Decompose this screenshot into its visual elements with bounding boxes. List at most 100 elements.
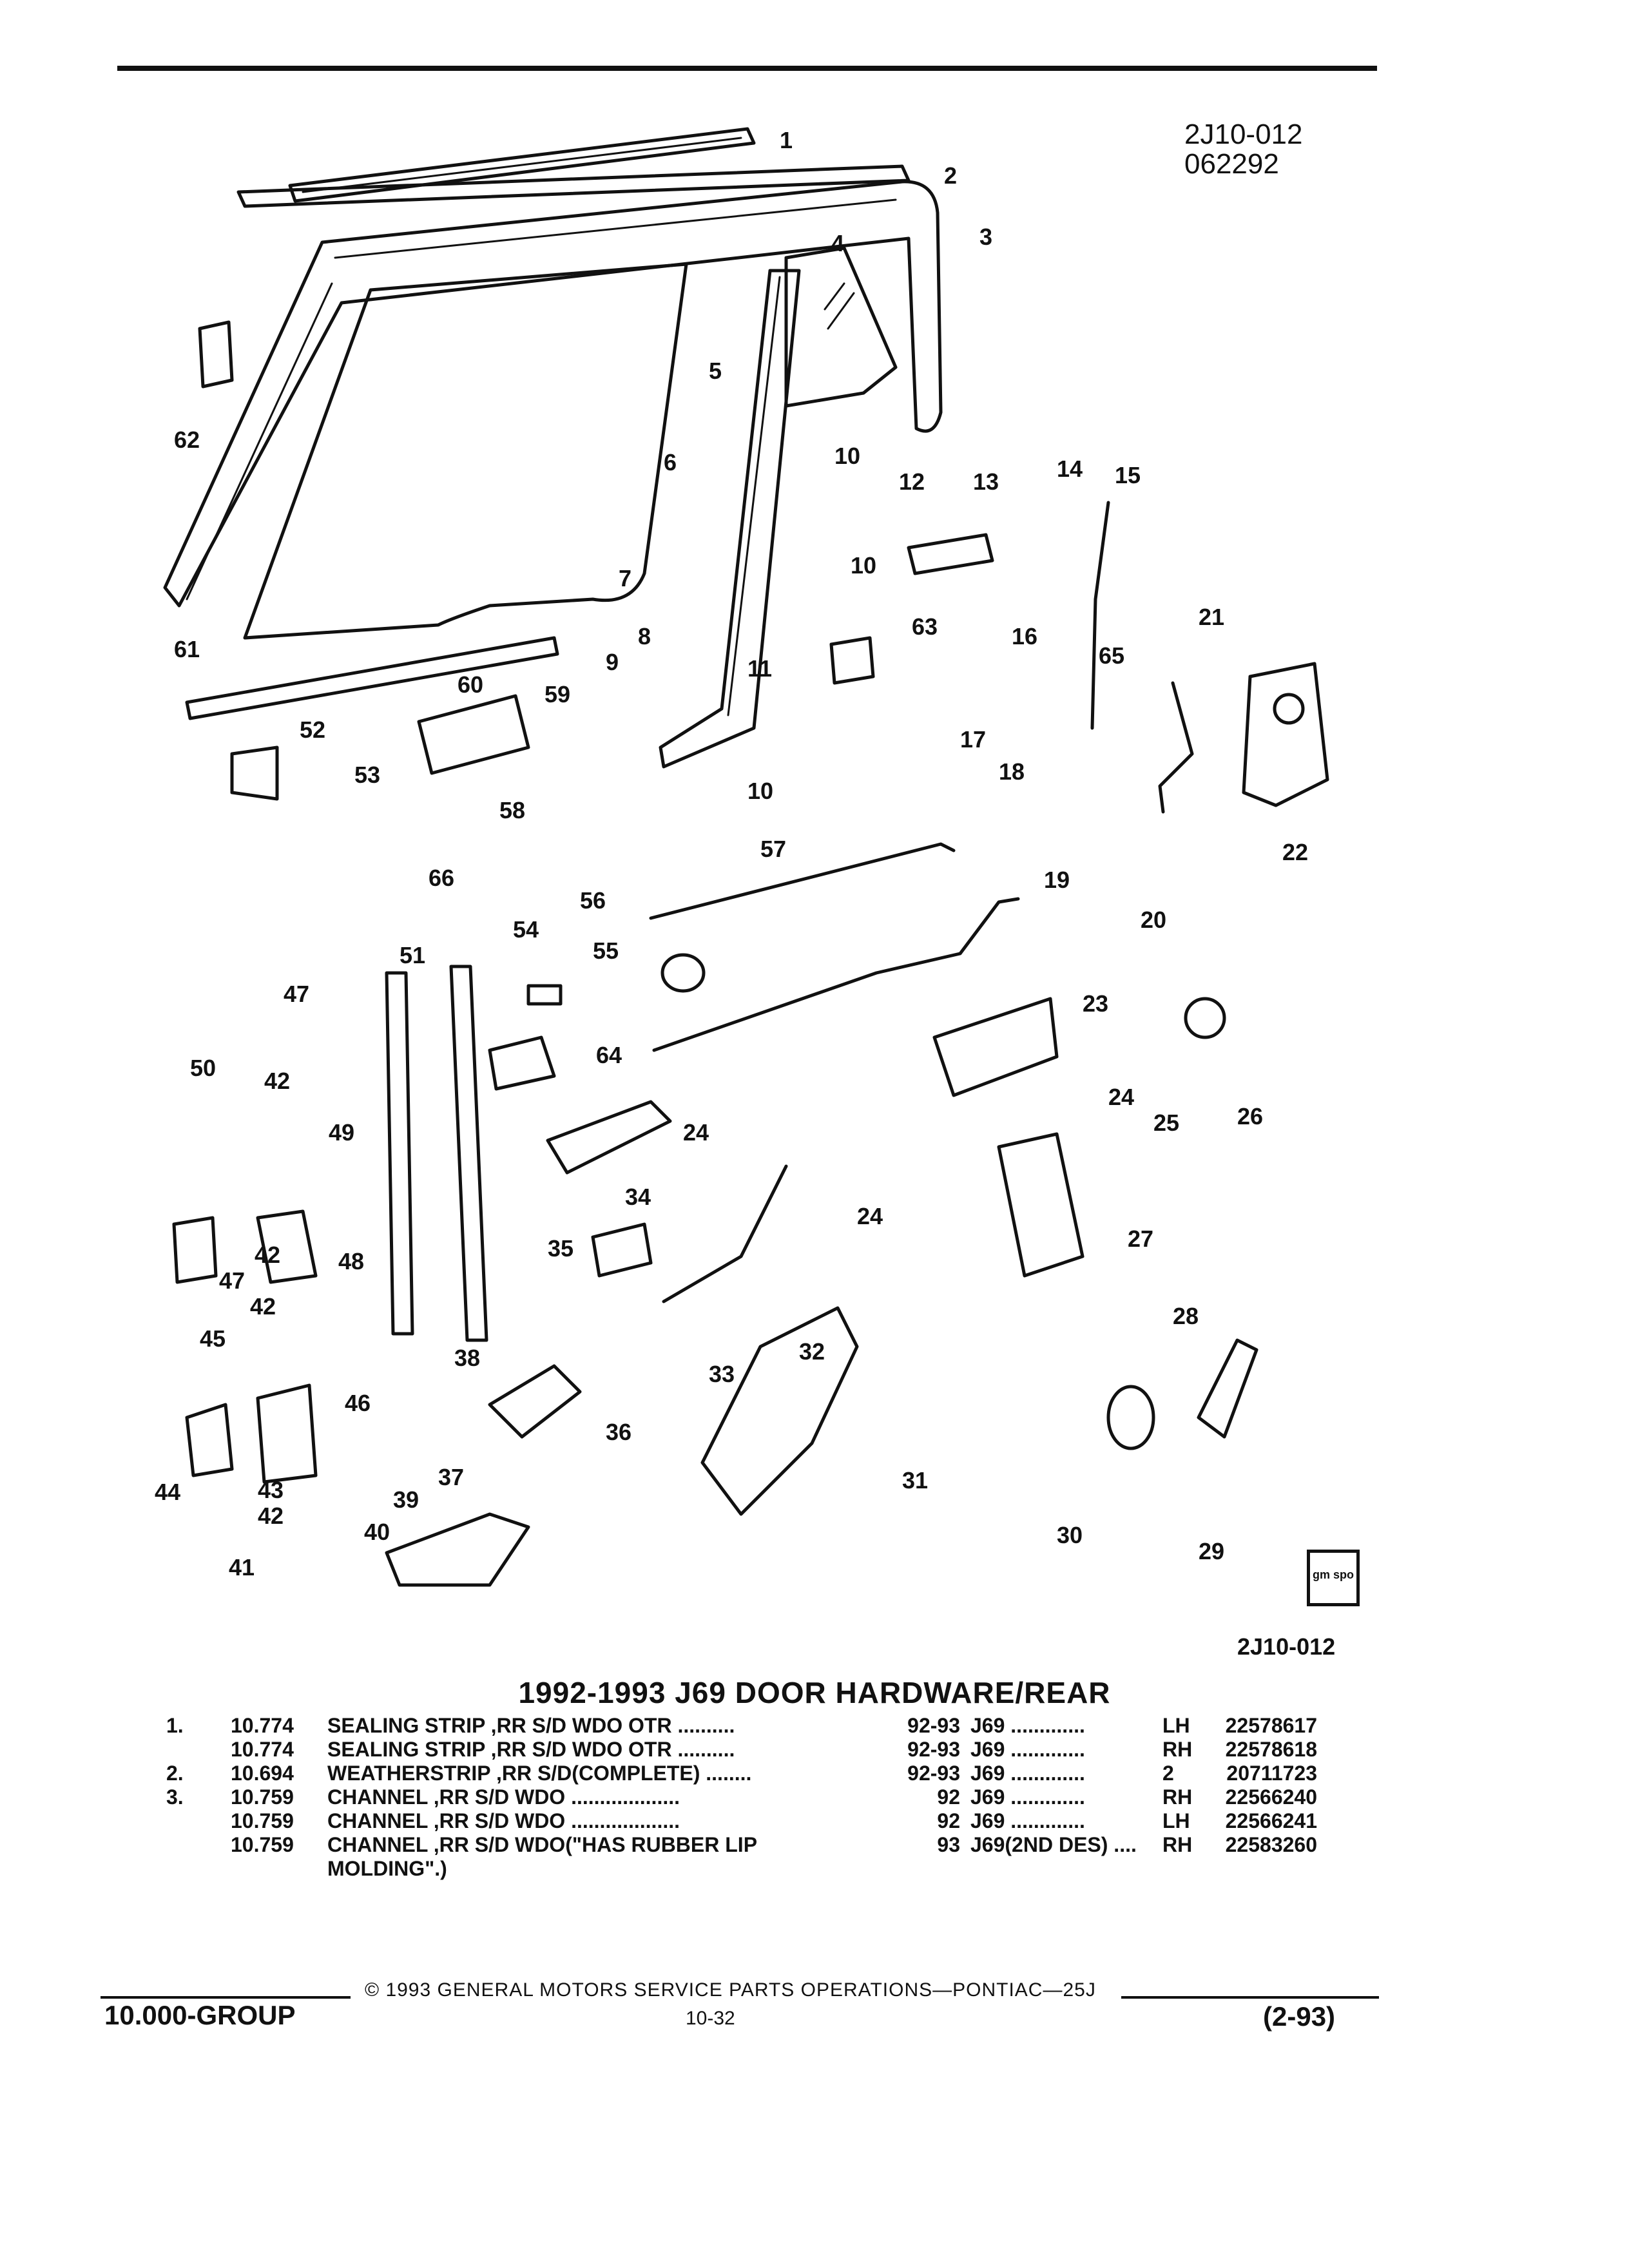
illustration-code: 2J10-012 xyxy=(1184,119,1303,150)
callout-number: 25 xyxy=(1153,1110,1179,1136)
page-number: 10-32 xyxy=(686,2008,735,2029)
callout-number: 65 xyxy=(1099,642,1124,669)
callout-number: 24 xyxy=(683,1119,709,1146)
callout-number: 28 xyxy=(1173,1303,1199,1329)
callout-number: 60 xyxy=(458,671,483,698)
part-belt-sealing-strip xyxy=(185,636,559,720)
callout-number: 31 xyxy=(902,1467,928,1494)
part-channel-38 xyxy=(449,965,488,1342)
model-code: J69 ............. xyxy=(970,1738,1085,1761)
callout-number: 17 xyxy=(960,726,986,753)
callout-number: 38 xyxy=(454,1345,480,1371)
table-row: 3. 10.759 CHANNEL ,RR S/D WDO ..........… xyxy=(166,1785,1317,1809)
date-code: 062292 xyxy=(1184,148,1279,180)
callout-number: 45 xyxy=(200,1325,226,1352)
figure-code: 2J10-012 xyxy=(1237,1633,1336,1660)
callout-number: 56 xyxy=(580,887,606,914)
part-description: CHANNEL ,RR S/D WDO ................... xyxy=(327,1785,680,1809)
part-description: WEATHERSTRIP ,RR S/D(COMPLETE) ........ xyxy=(327,1762,752,1785)
callout-number: 20 xyxy=(1141,907,1166,933)
part-knob-55 xyxy=(660,953,706,993)
part-handle-housing xyxy=(997,1132,1084,1278)
callout-number: 42 xyxy=(264,1068,290,1094)
callout-number: 57 xyxy=(760,836,786,862)
item-number: 1. xyxy=(166,1714,184,1737)
item-number: 3. xyxy=(166,1785,184,1809)
callout-number: 47 xyxy=(284,981,309,1007)
model-code: J69 ............. xyxy=(970,1714,1085,1737)
callout-number: 15 xyxy=(1115,462,1141,488)
table-row: 10.759 CHANNEL ,RR S/D WDO("HAS RUBBER L… xyxy=(166,1833,1317,1857)
callout-number: 49 xyxy=(329,1119,354,1146)
callout-number: 6 xyxy=(664,449,677,476)
callout-number: 41 xyxy=(229,1554,255,1581)
revision-date: (2-93) xyxy=(1263,2001,1336,2032)
callout-number: 62 xyxy=(174,427,200,453)
side-qty: LH xyxy=(1162,1714,1190,1737)
top-rule xyxy=(117,66,1377,71)
item-number xyxy=(166,1738,231,1762)
callout-number: 14 xyxy=(1057,456,1083,482)
footer-group: 10.000-GROUP xyxy=(104,2000,296,2030)
diagram-svg: 1 2 3 4 5 6 7 8 9 10 10 10 11 12 13 14 1… xyxy=(155,127,1329,1587)
table-row: MOLDING".) xyxy=(166,1857,1317,1881)
callout-number: 21 xyxy=(1199,604,1224,630)
part-window-regulator xyxy=(700,1306,859,1516)
callout-number: 48 xyxy=(338,1248,364,1274)
side-qty: RH xyxy=(1162,1738,1193,1761)
part-rod-15 xyxy=(1090,501,1110,730)
callout-number: 24 xyxy=(857,1203,883,1229)
parts-table: 1. 10.774 SEALING STRIP ,RR S/D WDO OTR … xyxy=(166,1714,1317,1881)
header-codes: 2J10-012 062292 xyxy=(1184,120,1302,179)
callout-number: 34 xyxy=(625,1184,651,1210)
callout-number: 9 xyxy=(606,649,619,675)
part-door-glass xyxy=(243,262,688,640)
page-title: 1992-1993 J69 DOOR HARDWARE/REAR xyxy=(518,1676,1111,1709)
callout-number: 12 xyxy=(899,468,925,495)
part-run-channel xyxy=(659,269,801,769)
part-hinge-46 xyxy=(256,1383,318,1484)
side-qty: RH xyxy=(1162,1785,1193,1809)
callout-number: 42 xyxy=(255,1242,280,1268)
callout-number: 27 xyxy=(1128,1225,1153,1252)
callout-number: 8 xyxy=(638,623,651,649)
group-number: 10.759 xyxy=(231,1833,294,1856)
part-bracket-23 xyxy=(932,997,1059,1097)
callout-number: 44 xyxy=(155,1479,180,1505)
part-rod-56 xyxy=(649,842,956,920)
item-number xyxy=(166,1833,231,1857)
callout-number: 53 xyxy=(354,762,380,788)
part-escutcheon xyxy=(1106,1385,1155,1450)
callout-labels: 1 2 3 4 5 6 7 8 9 10 10 10 11 12 13 14 1… xyxy=(155,127,1308,1581)
callout-number: 64 xyxy=(596,1042,622,1068)
part-lock-actuator xyxy=(488,1364,582,1439)
callout-number: 4 xyxy=(831,230,844,256)
part-number: 22566241 xyxy=(1225,1809,1317,1832)
callout-number: 51 xyxy=(400,942,425,968)
part-number xyxy=(1208,1857,1317,1881)
model-years: 93 xyxy=(937,1833,960,1856)
part-description: SEALING STRIP ,RR S/D WDO OTR .......... xyxy=(327,1738,735,1761)
footer-rule-right xyxy=(1121,1996,1379,1999)
callout-number: 37 xyxy=(438,1464,464,1490)
model-code xyxy=(970,1857,1162,1881)
model-code: J69 ............. xyxy=(970,1809,1085,1832)
callout-number: 39 xyxy=(393,1486,419,1513)
callout-number: 22 xyxy=(1282,839,1308,865)
callout-number: 55 xyxy=(593,937,619,964)
callout-number: 5 xyxy=(709,358,722,384)
callout-number: 10 xyxy=(747,778,773,804)
part-number: 22566240 xyxy=(1225,1785,1317,1809)
callout-number: 13 xyxy=(973,468,999,495)
callout-number: 54 xyxy=(513,916,539,943)
part-channel-51 xyxy=(385,971,414,1336)
group-number: 10.774 xyxy=(231,1714,294,1737)
part-sealing-strip xyxy=(288,127,756,203)
callout-number: 24 xyxy=(1108,1084,1134,1110)
callout-number: 16 xyxy=(1012,623,1037,649)
part-bracket-13 xyxy=(907,533,994,575)
callout-number: 40 xyxy=(364,1519,390,1545)
model-code: J69(2ND DES) .... xyxy=(970,1833,1137,1856)
callout-number: 26 xyxy=(1237,1103,1263,1129)
part-number: 22578617 xyxy=(1225,1714,1317,1737)
